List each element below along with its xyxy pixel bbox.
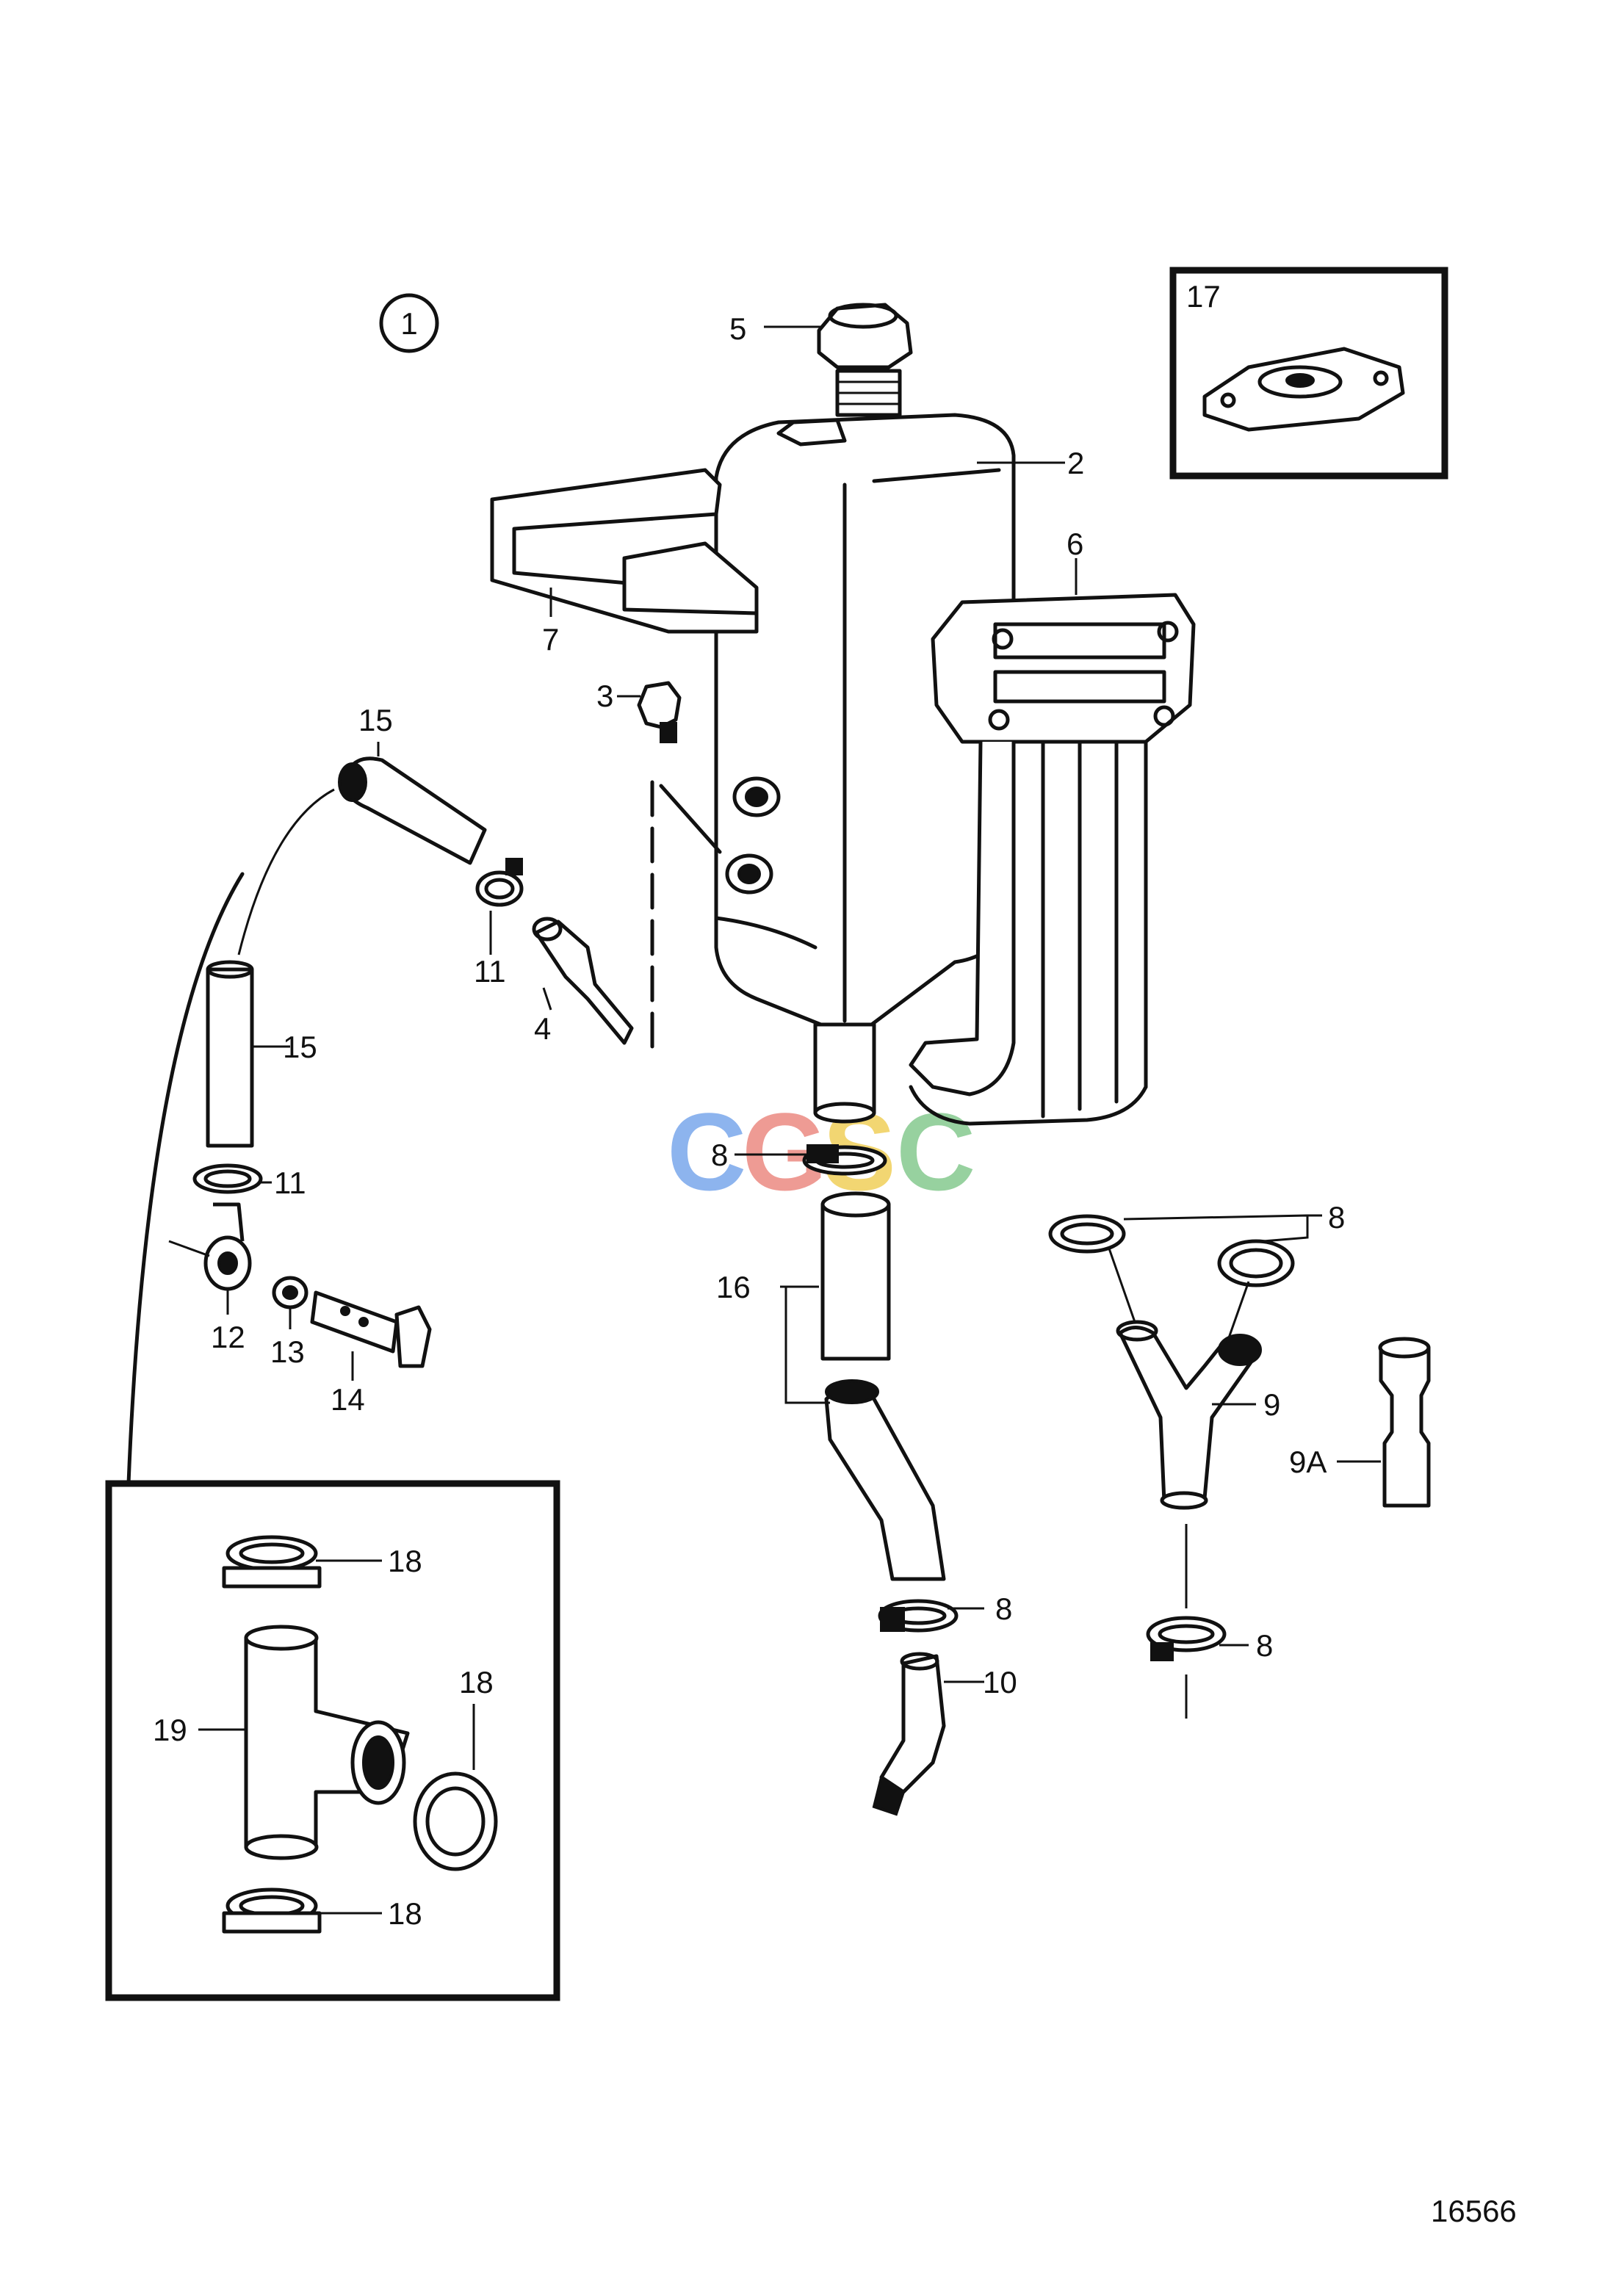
inset-t-piece	[105, 1480, 560, 2001]
callout-11-upper: 11	[474, 954, 506, 989]
callout-18-right: 18	[459, 1665, 494, 1699]
callout-3: 3	[596, 679, 613, 713]
callout-12: 12	[211, 1320, 245, 1354]
hose-clamp-lower	[192, 1163, 263, 1194]
callout-10: 10	[983, 1665, 1017, 1699]
callout-16: 16	[716, 1270, 751, 1304]
hose-clamp-lower-center	[878, 1599, 959, 1633]
hose-clamp-center	[802, 1144, 887, 1176]
callout-18-bottom: 18	[388, 1896, 422, 1931]
callout-8-lower-right: 8	[1256, 1628, 1273, 1663]
callout-18-top: 18	[388, 1544, 422, 1578]
callout-8-center: 8	[711, 1138, 728, 1172]
straight-tube	[1378, 1337, 1431, 1508]
manifold	[909, 593, 1196, 1126]
callout-14: 14	[331, 1382, 365, 1417]
callout-15-upper: 15	[358, 703, 393, 737]
callout-9: 9	[1263, 1387, 1280, 1422]
connection-line	[126, 872, 245, 1486]
bracket	[490, 468, 759, 634]
callout-7: 7	[542, 622, 559, 657]
svg-text:C: C	[896, 1090, 975, 1213]
straight-hose	[206, 960, 254, 1148]
hose-bend-center	[824, 1379, 946, 1581]
callout-8-upper-right: 8	[1328, 1200, 1345, 1235]
callout-19: 19	[153, 1713, 187, 1747]
callout-8-lower-center: 8	[995, 1591, 1012, 1626]
upper-hose	[237, 756, 487, 955]
callout-5: 5	[729, 311, 746, 346]
svg-text:C: C	[667, 1090, 746, 1213]
callout-4: 4	[534, 1011, 551, 1046]
elbow-connector	[872, 1652, 946, 1816]
callout-13: 13	[270, 1334, 305, 1369]
hose-straight-center	[820, 1191, 891, 1361]
hose-clamp-upper	[475, 858, 524, 907]
callout-2: 2	[1067, 446, 1084, 480]
svg-text:1: 1	[400, 306, 417, 341]
leader-lines	[198, 325, 1381, 1915]
filler-cap	[817, 303, 913, 369]
banjo-assembly	[168, 1202, 432, 1368]
callout-17: 17	[1186, 279, 1221, 314]
y-piece	[1048, 1214, 1295, 1719]
vent-plug	[637, 681, 682, 743]
callout-11-lower: 11	[274, 1166, 306, 1200]
inset-pressure-cap	[1169, 267, 1448, 480]
reference-line	[650, 780, 722, 1060]
callout-15-lower: 15	[283, 1030, 317, 1064]
callout-9a: 9A	[1289, 1445, 1327, 1479]
expansion-tank	[714, 369, 1016, 1124]
callout-6: 6	[1067, 527, 1083, 561]
view-number-badge: 1	[379, 293, 439, 353]
drawing-number: 16566	[1431, 2194, 1517, 2228]
hose-nipple	[532, 917, 634, 1045]
